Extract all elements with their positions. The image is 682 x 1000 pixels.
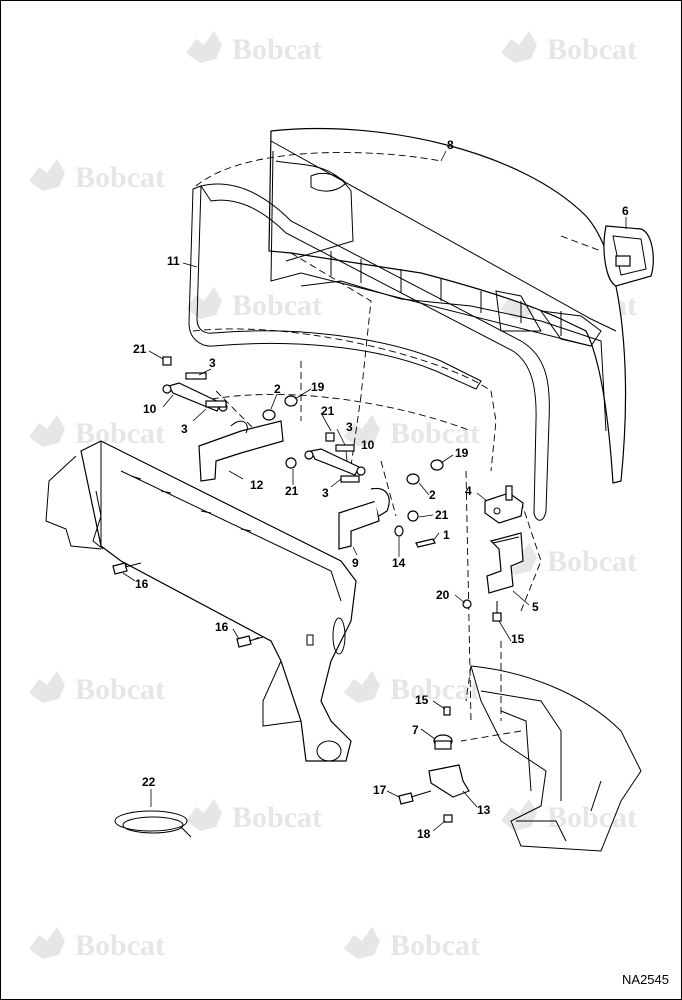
callout-13: 13 [477,803,491,817]
bobcat-logo-icon [29,671,65,703]
striker-bracket [486,532,524,594]
watermark-text: Bobcat [390,929,480,962]
watermark-text: Bobcat [75,673,165,706]
cover-panel [268,127,627,484]
bracket-9 [338,487,390,550]
callout-14: 14 [392,556,406,570]
callout-20: 20 [436,588,450,602]
callout-4: 4 [465,484,472,498]
callout-21-c: 21 [285,484,299,498]
watermark-text: Bobcat [390,673,480,706]
watermark-row-6: Bobcat Bobcat [29,671,480,706]
watermark-text: Bobcat [547,545,637,578]
watermark-text: Bobcat [390,417,480,450]
callout-6: 6 [622,204,629,218]
callout-15-a: 15 [511,632,525,646]
callout-16-b: 16 [215,620,229,634]
callout-2-b: 2 [429,488,436,502]
ball-studs-and-nuts [162,356,444,548]
watermark-row-7: Bobcat Bobcat [186,799,637,834]
latch-handle [603,225,654,287]
leader-lines [122,150,627,832]
callout-21-b: 21 [321,404,335,418]
bobcat-logo-icon [501,31,537,63]
watermark-text: Bobcat [232,33,322,66]
bobcat-logo-icon [29,415,65,447]
watermark-text: Bobcat [232,801,322,834]
chassis-detail [460,665,642,852]
callout-5: 5 [532,600,539,614]
latch [484,485,524,524]
callout-17: 17 [373,783,387,797]
watermark-row-1: Bobcat Bobcat [186,31,637,66]
callout-7: 7 [412,723,419,737]
watermark-text: Bobcat [75,417,165,450]
bobcat-logo-icon [29,159,65,191]
bobcat-logo-icon [344,671,380,703]
callout-9: 9 [352,556,359,570]
bobcat-logo-icon [186,31,222,63]
callout-2-a: 2 [274,382,281,396]
bobcat-logo-icon [344,415,380,447]
callout-19-a: 19 [311,380,325,394]
callout-11: 11 [167,254,180,268]
watermark-row-4: Bobcat Bobcat [29,415,480,450]
callout-21-d: 21 [435,508,449,522]
bobcat-logo-icon [186,799,222,831]
fasteners-misc [112,562,502,648]
edge-trim-coil [114,810,192,838]
callout-19-b: 19 [455,446,469,460]
watermark-text: Bobcat [75,161,165,194]
callout-10-a: 10 [143,402,157,416]
callout-10-b: 10 [361,438,375,452]
watermark-row-8: Bobcat Bobcat [29,927,480,962]
watermark-text: Bobcat [75,929,165,962]
bumper-assembly [398,706,470,823]
callout-22: 22 [142,775,156,789]
callout-3-a: 3 [209,356,216,370]
callout-1: 1 [443,528,450,542]
callout-labels: 8 6 11 21 3 10 3 2 19 21 3 10 12 21 3 19… [133,138,629,841]
bracket-12 [198,420,284,482]
gas-spring-lower [304,448,366,476]
callout-8: 8 [447,138,454,152]
loader-frame [45,440,357,762]
callout-21-a: 21 [133,342,147,356]
callout-12: 12 [250,478,264,492]
drawing-code: NA2545 [622,972,669,987]
callout-16-a: 16 [135,577,149,591]
callout-18: 18 [417,827,431,841]
watermark-text: Bobcat [547,33,637,66]
callout-3-d: 3 [322,486,329,500]
callout-3-c: 3 [346,420,353,434]
callout-15-b: 15 [415,693,429,707]
bobcat-logo-icon [186,287,222,319]
watermark-text: Bobcat [232,289,322,322]
bobcat-logo-icon [29,927,65,959]
bobcat-logo-icon [501,799,537,831]
bobcat-logo-icon [344,927,380,959]
callout-3-b: 3 [181,422,188,436]
seal-frame [188,183,550,521]
